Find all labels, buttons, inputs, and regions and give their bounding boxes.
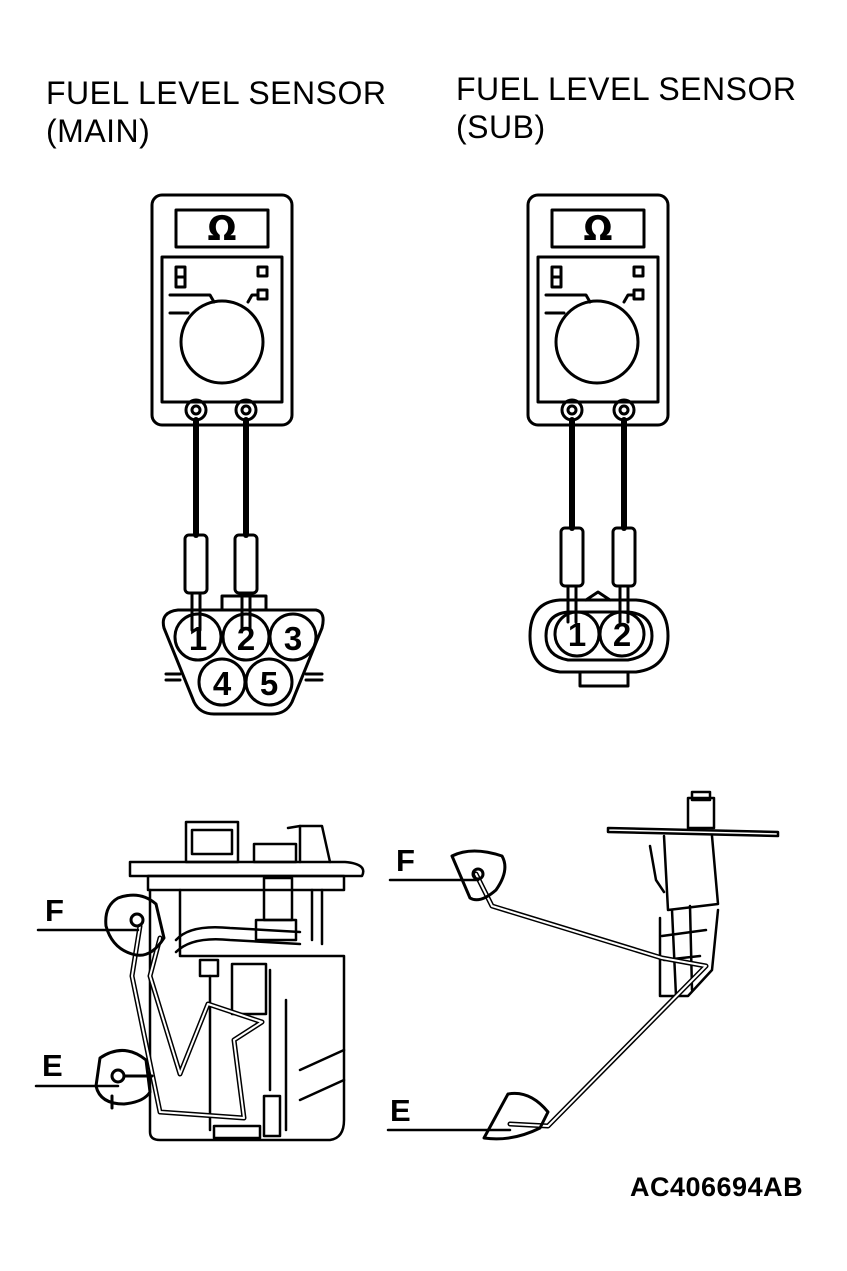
figure-code: AC406694AB — [630, 1172, 804, 1202]
test-leads-sub — [559, 417, 637, 624]
ohm-symbol-sub: Ω — [584, 209, 613, 249]
pin-main-5: 5 — [260, 665, 278, 702]
pin-main-4: 4 — [213, 665, 232, 702]
connector-sub — [528, 590, 670, 688]
pin-sub-1: 1 — [568, 616, 586, 653]
float-arm-main — [94, 893, 265, 1121]
pin-main-3: 3 — [284, 620, 302, 657]
title-main-line1: FUEL LEVEL SENSOR — [46, 75, 387, 111]
fuel-pump-module-sub — [606, 790, 780, 998]
title-sub-line1: FUEL LEVEL SENSOR — [456, 71, 797, 107]
title-main-line2: (MAIN) — [46, 113, 151, 149]
pin-sub-2: 2 — [613, 616, 631, 653]
connector-main — [161, 594, 325, 716]
multimeter-main — [150, 193, 294, 427]
ohm-symbol-main: Ω — [208, 209, 237, 249]
title-sub-sensor: FUEL LEVEL SENSOR (SUB) — [456, 70, 796, 146]
label-e-main: E — [42, 1048, 63, 1083]
float-arm-sub — [450, 849, 709, 1141]
label-f-main: F — [45, 893, 64, 928]
pin-main-1: 1 — [189, 620, 207, 657]
label-f-sub: F — [396, 843, 415, 878]
label-e-sub: E — [390, 1093, 411, 1128]
title-main-sensor: FUEL LEVEL SENSOR (MAIN) — [46, 74, 386, 150]
multimeter-sub — [526, 193, 670, 427]
fuel-pump-module-main — [128, 820, 365, 1142]
pin-main-2: 2 — [237, 620, 255, 657]
title-sub-line2: (SUB) — [456, 109, 546, 145]
